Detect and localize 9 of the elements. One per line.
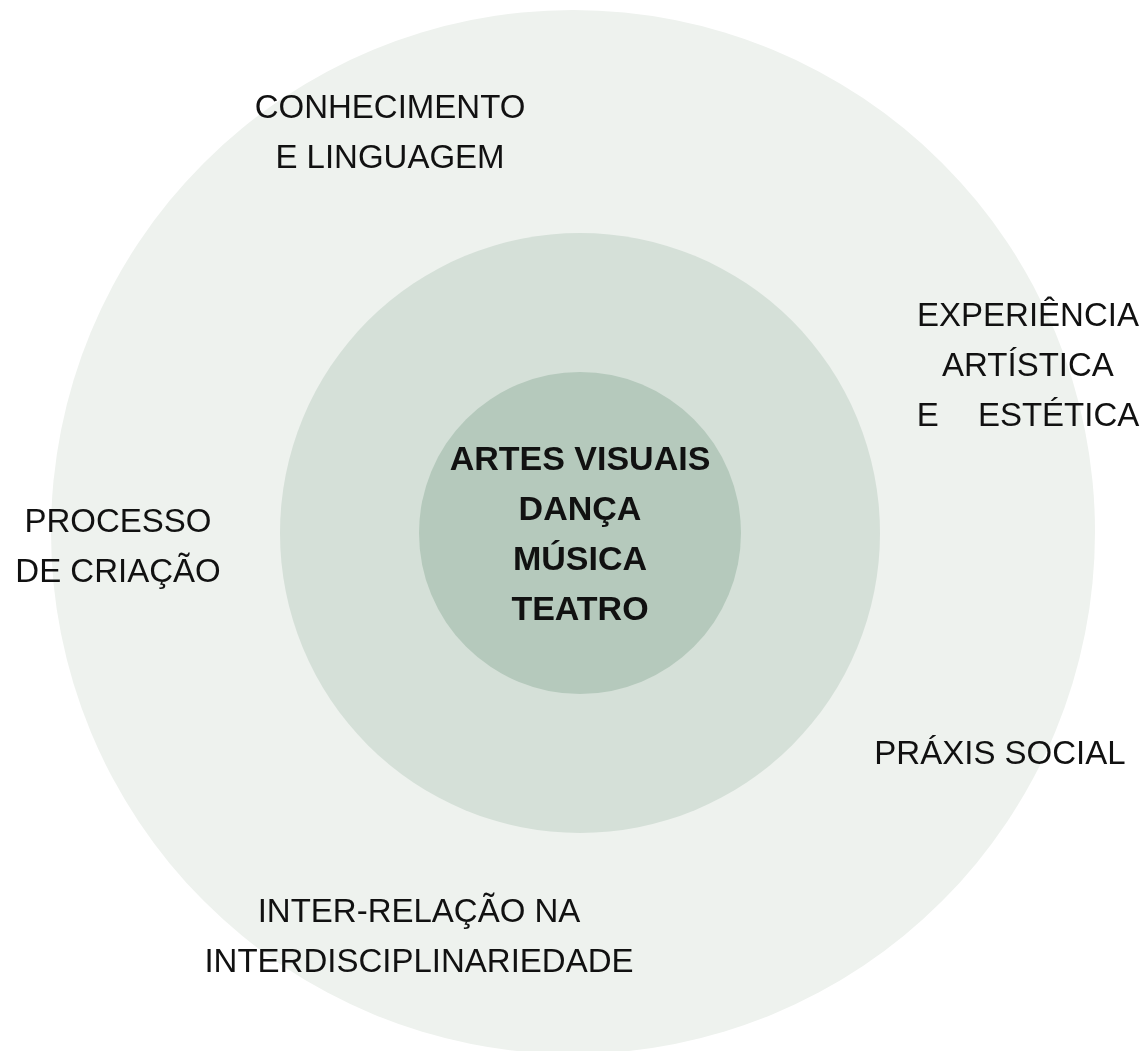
dimension-label: PROCESSO DE CRIAÇÃO bbox=[14, 501, 222, 591]
dimension-label: INTER-RELAÇÃO NA INTERDISCIPLINARIEDADE bbox=[203, 891, 635, 981]
art-form-label: ARTES VISUAIS bbox=[449, 438, 711, 479]
art-form-label: TEATRO bbox=[511, 588, 649, 629]
dimension-label: CONHECIMENTO E LINGUAGEM bbox=[253, 87, 527, 177]
art-form-label: DANÇA bbox=[518, 488, 642, 529]
dimension-label: EXPERIÊNCIA ARTÍSTICA E ESTÉTICA bbox=[916, 295, 1140, 435]
art-form-label: MÚSICA bbox=[512, 538, 648, 579]
dimension-label: PRÁXIS SOCIAL bbox=[873, 733, 1127, 773]
